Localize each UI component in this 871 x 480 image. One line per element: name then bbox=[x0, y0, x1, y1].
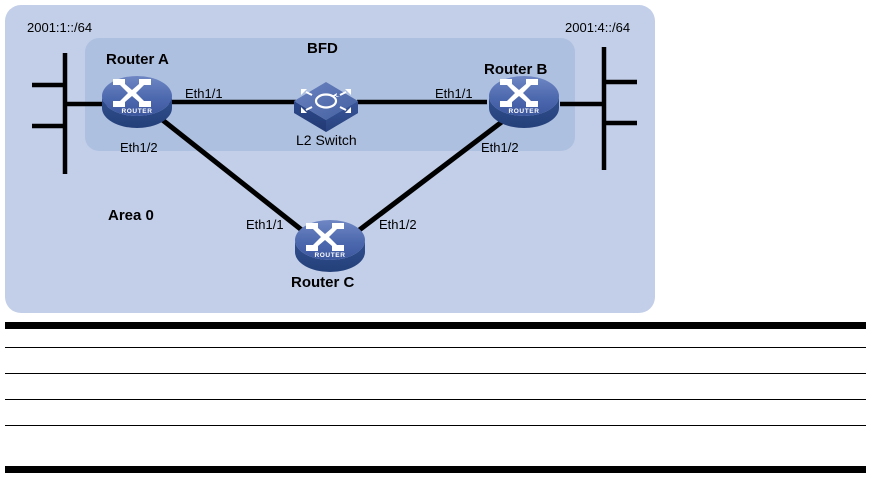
bfd-region-label: BFD bbox=[307, 40, 338, 57]
table-cell bbox=[5, 347, 866, 374]
table-cell bbox=[5, 426, 866, 452]
table-bottom-rule bbox=[5, 466, 866, 473]
router-b-eth1-2-label: Eth1/2 bbox=[481, 140, 519, 155]
router-a-label: Router A bbox=[106, 51, 169, 68]
table-row bbox=[5, 399, 866, 426]
area-0-label: Area 0 bbox=[108, 207, 154, 224]
table-cell bbox=[5, 399, 866, 426]
router-c-eth1-2-label: Eth1/2 bbox=[379, 217, 417, 232]
table-row bbox=[5, 426, 866, 452]
table-cell bbox=[5, 373, 866, 400]
router-b-eth1-1-label: Eth1/1 bbox=[435, 86, 473, 101]
router-a-eth1-1-label: Eth1/1 bbox=[185, 86, 223, 101]
right-network-prefix-label: 2001:4::/64 bbox=[565, 20, 631, 35]
router-c-eth1-1-label: Eth1/1 bbox=[246, 217, 284, 232]
table-row bbox=[5, 373, 866, 400]
l2-switch-label: L2 Switch bbox=[296, 132, 357, 148]
table-row bbox=[5, 322, 866, 348]
table-body bbox=[5, 322, 866, 451]
router-b-label: Router B bbox=[484, 61, 548, 78]
left-network-prefix-label: 2001:1::/64 bbox=[27, 20, 93, 35]
router-a-eth1-2-label: Eth1/2 bbox=[120, 140, 158, 155]
data-table bbox=[5, 322, 866, 451]
table-row bbox=[5, 347, 866, 374]
table-cell bbox=[5, 322, 866, 348]
router-c-label: Router C bbox=[291, 274, 355, 291]
